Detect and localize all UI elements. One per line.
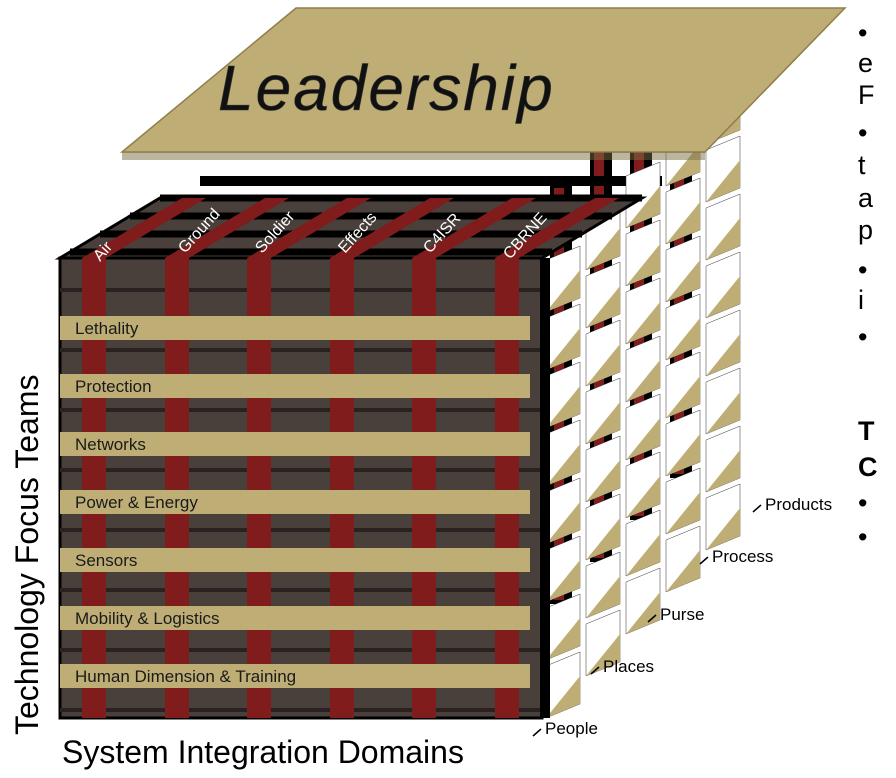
layer-label-connector: [699, 556, 709, 565]
right-face-cell-shade: [586, 634, 620, 676]
domain-bar-top-ground: [165, 198, 289, 258]
right-face-cell-shade: [586, 460, 620, 502]
front-grid-line: [60, 588, 542, 592]
focus-team-label: Networks: [75, 435, 146, 454]
right-face-cell-shade: [546, 386, 580, 428]
focus-team-label: Lethality: [75, 319, 139, 338]
focus-team-band: [60, 432, 530, 456]
right-face-cell-shade: [706, 160, 740, 202]
right-face-cell-shade: [586, 286, 620, 328]
right-face-cell-shade: [546, 560, 580, 602]
right-face-cell-shade: [626, 244, 660, 286]
front-grid-line: [60, 528, 542, 532]
domain-bar-top-effects: [330, 198, 454, 258]
domain-bar-top-soldier: [247, 198, 371, 258]
layer-label-process: Process: [712, 547, 773, 566]
right-face-cell-shade: [586, 344, 620, 386]
right-face-cell-shade: [666, 492, 700, 534]
right-heading-fragment: T: [858, 416, 875, 446]
layer-label-connector: [647, 614, 657, 623]
right-face-cell-shade: [546, 270, 580, 312]
right-face-cell-shade: [626, 360, 660, 402]
right-face-cell-shade: [626, 186, 660, 228]
domain-bar-top-c4isr: [412, 198, 536, 258]
right-text-fragment: •: [858, 322, 868, 352]
focus-team-label: Mobility & Logistics: [75, 609, 220, 628]
right-text-fragment: •: [858, 255, 868, 285]
right-face-cell-shade: [626, 534, 660, 576]
front-grid-line: [60, 648, 542, 652]
right-face-cell-shade: [666, 202, 700, 244]
front-grid-line: [60, 708, 542, 712]
layer-label-connector: [590, 666, 600, 675]
front-grid-line: [60, 408, 542, 412]
right-text-fragment: •: [858, 118, 868, 148]
right-text-fragment: a: [858, 183, 874, 213]
right-text-fragment: p: [858, 215, 874, 245]
right-face-cell-shade: [626, 592, 660, 634]
focus-team-label: Protection: [75, 377, 152, 396]
right-face-cell-shade: [586, 402, 620, 444]
focus-team-label: Sensors: [75, 551, 137, 570]
leadership-plate-edge: [122, 152, 705, 160]
layer-label-connector: [532, 728, 542, 737]
focus-team-label: Human Dimension & Training: [75, 667, 296, 686]
right-heading-fragment: C: [858, 452, 878, 482]
right-face-cell-shade: [666, 376, 700, 418]
right-text-fragment: i: [858, 285, 864, 315]
right-face-cell-shade: [666, 260, 700, 302]
right-face-cell-shade: [586, 228, 620, 270]
front-grid-line: [60, 288, 542, 292]
front-grid-line: [60, 468, 542, 472]
layer-label-people: People: [545, 719, 598, 738]
layer-label-purse: Purse: [660, 605, 704, 624]
right-face-cell-shade: [586, 518, 620, 560]
right-face-cell-shade: [706, 218, 740, 260]
layer-label-products: Products: [765, 495, 832, 514]
right-face-cell-shade: [626, 418, 660, 460]
right-face-cell-shade: [706, 450, 740, 492]
front-grid-line: [60, 348, 542, 352]
layer-top-edge-places: [200, 176, 662, 186]
right-face-cell-shade: [586, 576, 620, 618]
axis-label-technology-focus-teams: Technology Focus Teams: [9, 374, 45, 735]
focus-team-band: [60, 548, 530, 572]
cube-front-right-edge: [540, 258, 550, 718]
right-text-fragment: F: [858, 80, 875, 110]
axis-label-system-integration-domains: System Integration Domains: [62, 734, 464, 770]
domain-bar-top-air: [82, 198, 206, 258]
right-face-cell-shade: [666, 550, 700, 592]
right-face-cell-shade: [626, 476, 660, 518]
right-text-fragment: •: [858, 488, 868, 518]
domain-bar-top-cbrne: [495, 198, 619, 258]
right-text-fragment: t: [858, 150, 866, 180]
right-face-cell-shade: [546, 676, 580, 718]
right-text-fragment: •: [858, 522, 868, 552]
right-text-fragment: •: [858, 18, 868, 48]
right-face-cell-shade: [706, 276, 740, 318]
focus-team-band: [60, 374, 530, 398]
layer-label-connector: [752, 504, 762, 513]
focus-team-band: [60, 606, 530, 630]
focus-team-band: [60, 664, 530, 688]
right-face-cell-shade: [546, 444, 580, 486]
right-face-cell-shade: [706, 334, 740, 376]
focus-team-band: [60, 490, 530, 514]
leadership-title: Leadership: [218, 52, 555, 124]
focus-team-label: Power & Energy: [75, 493, 198, 512]
right-face-cell-shade: [666, 318, 700, 360]
layer-label-places: Places: [603, 657, 654, 676]
right-face-cell-shade: [546, 618, 580, 660]
right-text-fragment: e: [858, 48, 874, 78]
right-face-cell-shade: [666, 434, 700, 476]
right-face-cell-shade: [706, 508, 740, 550]
right-face-cell-shade: [706, 392, 740, 434]
right-face-cell-shade: [546, 328, 580, 370]
right-face-cell-shade: [626, 302, 660, 344]
right-face-cell-shade: [546, 502, 580, 544]
focus-team-band: [60, 316, 530, 340]
